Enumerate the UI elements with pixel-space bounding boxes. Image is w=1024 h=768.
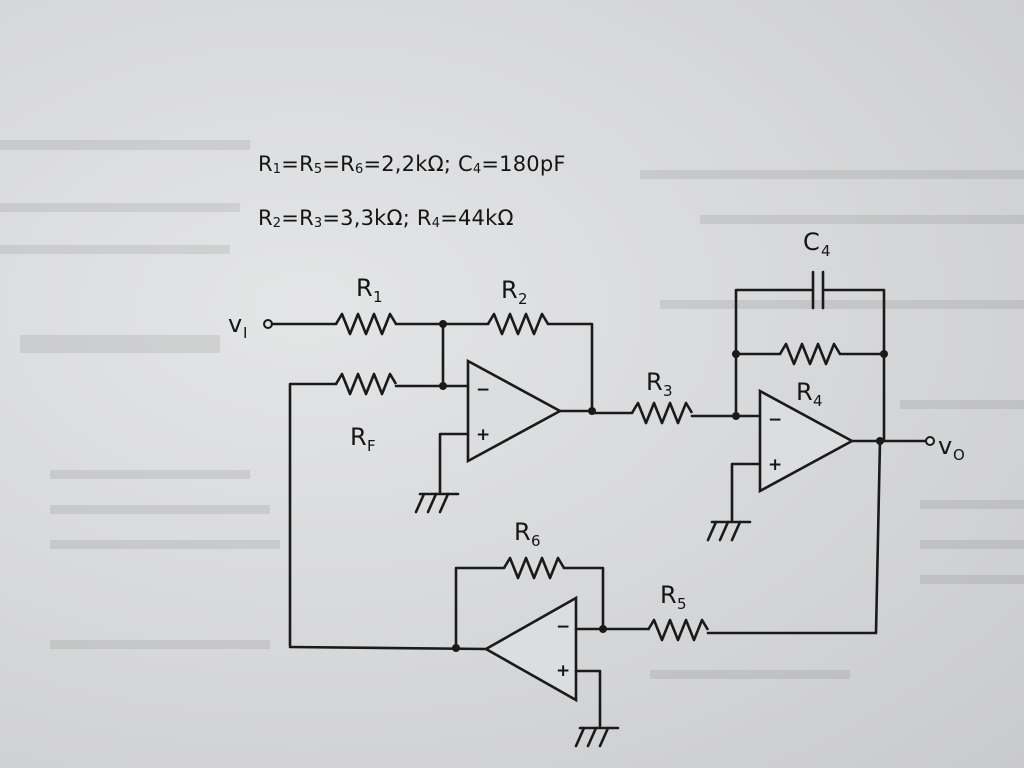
ground-3	[574, 726, 620, 748]
wire-c4-right	[823, 288, 886, 443]
opamp-2-minus: −	[768, 410, 782, 430]
ground-2	[706, 520, 752, 542]
wire-r6-right	[562, 566, 605, 631]
r2-subscript: 2	[272, 216, 282, 231]
r1-label: R	[356, 274, 373, 302]
r5-label: R	[660, 581, 677, 609]
opamp-2-plus: +	[768, 455, 782, 475]
input-label-subscript: I	[243, 324, 247, 342]
r3-label-subscript: 3	[663, 382, 673, 400]
junction-opamp3-out	[452, 644, 460, 652]
input-label: v	[228, 310, 242, 338]
wire-opamp3-plus-to-ground	[574, 669, 602, 728]
junction-r4-left	[732, 350, 740, 358]
r6-label: R	[514, 518, 531, 546]
r1-symbol: R	[258, 152, 273, 176]
opamp-3	[483, 595, 578, 703]
output-terminal	[925, 436, 935, 446]
c4-label: C	[803, 228, 820, 256]
r4-subscript: 4	[431, 216, 441, 231]
junction-r4-right	[880, 350, 888, 358]
opamp-1	[466, 358, 563, 464]
ground-1	[414, 492, 460, 514]
wire-opamp2-plus-to-ground	[730, 462, 762, 522]
resistor-rf	[334, 372, 398, 396]
opamp-1-minus: −	[476, 380, 490, 400]
r6-label-subscript: 6	[531, 532, 541, 550]
wire-c4-left	[734, 288, 813, 418]
r6-subscript: 6	[354, 162, 364, 177]
r2-value-and-r4-symbol: =3,3kΩ; R	[322, 206, 432, 230]
r5-label-subscript: 5	[677, 595, 687, 613]
r1-subscript: 1	[272, 162, 282, 177]
component-values-line-1: R1=R5=R6=2,2kΩ; C4=180pF	[258, 152, 566, 177]
r1-label-subscript: 1	[373, 288, 383, 306]
r2-label: R	[501, 276, 518, 304]
resistor-r2	[486, 312, 550, 336]
r3-subscript: 3	[313, 216, 323, 231]
r2-label-subscript: 2	[518, 290, 528, 308]
component-values-line-2: R2=R3=3,3kΩ; R4=44kΩ	[258, 206, 514, 231]
resistor-r1	[334, 312, 398, 336]
resistor-r6	[502, 556, 566, 580]
wire-opamp1-plus-to-ground	[438, 432, 470, 494]
r4-label: R	[796, 378, 813, 406]
output-label-subscript: O	[953, 446, 965, 464]
resistor-r3	[630, 401, 694, 425]
opamp-3-plus: +	[556, 661, 570, 681]
wire-r6-left	[454, 566, 506, 649]
opamp-2	[758, 388, 855, 494]
c4-value: =180pF	[481, 152, 566, 176]
resistor-r5	[646, 618, 710, 642]
wire-rf-return	[288, 382, 338, 647]
r1-value-and-c4-symbol: =2,2kΩ; C	[363, 152, 473, 176]
r3-label: R	[646, 368, 663, 396]
junction-r1-r2	[439, 320, 447, 328]
c4-label-subscript: 4	[821, 242, 831, 260]
resistor-r4	[778, 342, 842, 366]
wire-output-to-r5	[706, 439, 882, 635]
r2-symbol: R	[258, 206, 273, 230]
r5-subscript: 5	[313, 162, 323, 177]
c4-subscript: 4	[472, 162, 482, 177]
opamp-3-minus: −	[556, 617, 570, 637]
rf-label-subscript: F	[367, 437, 376, 455]
r6-symbol: =R	[322, 152, 355, 176]
r4-label-subscript: 4	[813, 392, 823, 410]
r3-symbol: =R	[281, 206, 314, 230]
opamp-1-plus: +	[476, 425, 490, 445]
rf-label: R	[350, 423, 367, 451]
wire-r2-to-opamp1-out	[546, 322, 594, 413]
r4-value: =44kΩ	[440, 206, 514, 230]
output-label: v	[938, 432, 952, 460]
r5-symbol: =R	[281, 152, 314, 176]
